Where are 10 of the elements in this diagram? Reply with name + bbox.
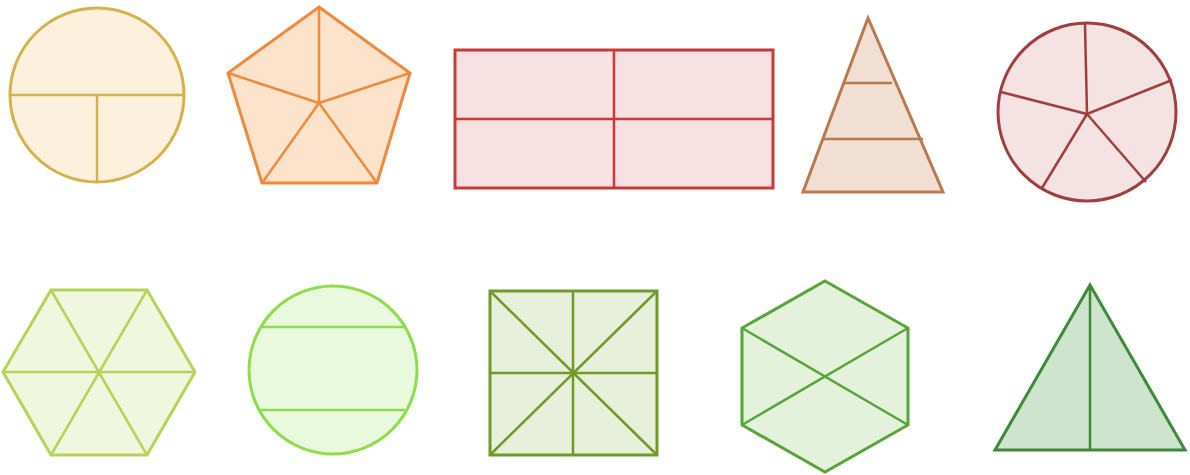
square-fraction-drawing <box>488 289 659 457</box>
triangle-fraction-drawing <box>992 282 1188 452</box>
halved-circle-drawing <box>8 6 186 184</box>
pentagon-fraction-drawing <box>226 5 412 185</box>
hexagon-fraction-drawing <box>740 279 910 474</box>
triangle-fraction-drawing <box>800 13 946 194</box>
rectangle-fraction-drawing <box>453 48 775 190</box>
circle-fraction-drawing <box>247 284 419 456</box>
hexagon-fraction-drawing <box>1 288 197 457</box>
circle-fraction-drawing <box>996 21 1178 203</box>
